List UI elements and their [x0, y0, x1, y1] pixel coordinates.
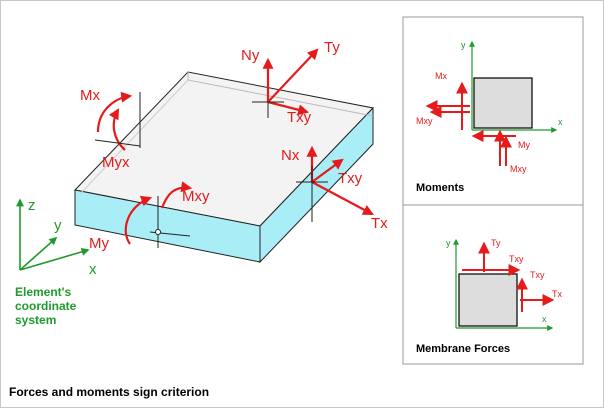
ty-arrow — [267, 48, 319, 103]
moments-axis-x: x — [558, 117, 563, 127]
label-ty: Ty — [324, 39, 340, 56]
moments-element-square — [473, 77, 533, 129]
figure-caption: Forces and moments sign criterion — [9, 385, 210, 399]
label-txy-top: Txy — [287, 109, 312, 126]
my-moment-arrow — [124, 195, 153, 245]
mx-moment-arrow — [96, 91, 133, 133]
membrane-axis-y: y — [446, 238, 451, 248]
membrane-label-txy-right: Txy — [530, 270, 545, 280]
label-mxy: Mxy — [182, 188, 210, 205]
label-mx: Mx — [80, 87, 100, 104]
label-myx: Myx — [102, 154, 130, 171]
membrane-element-square — [458, 273, 518, 327]
coord-caption-line-2: coordinate — [15, 299, 77, 313]
coord-caption-line-1: Element's — [15, 285, 72, 299]
txy-top-arrow — [267, 100, 310, 116]
moments-axis-y: y — [461, 40, 466, 50]
moments-label-mxy-bottom: Mxy — [510, 164, 527, 174]
label-my: My — [89, 235, 109, 252]
membrane-axis-x: x — [542, 314, 547, 324]
label-ny: Ny — [241, 47, 260, 64]
moments-label-mx: Mx — [435, 71, 447, 81]
tx-arrow — [311, 181, 374, 216]
membrane-label-ty: Ty — [491, 238, 501, 248]
coord-x-axis — [19, 247, 90, 271]
label-tx: Tx — [371, 215, 388, 232]
label-txy-right: Txy — [338, 170, 363, 187]
moments-title: Moments — [416, 182, 464, 194]
membrane-panel: Ty Txy Txy Tx y x Membrane Forces — [416, 238, 562, 355]
membrane-label-txy-top: Txy — [509, 254, 524, 264]
coord-z-label: z — [28, 197, 36, 214]
mxy-moment-arrow — [160, 181, 193, 209]
moments-label-mxy-left: Mxy — [416, 116, 433, 126]
membrane-title: Membrane Forces — [416, 343, 510, 355]
coord-caption-line-3: system — [15, 313, 56, 327]
element-coordinate-system — [16, 198, 90, 271]
moments-label-my: My — [518, 140, 530, 150]
label-nx: Nx — [281, 147, 300, 164]
membrane-label-tx: Tx — [552, 289, 562, 299]
coord-y-label: y — [54, 217, 62, 234]
txy-right-arrow — [311, 158, 344, 183]
coord-y-axis — [19, 236, 58, 271]
main-forces — [94, 48, 374, 248]
myx-moment-arrow — [108, 108, 126, 151]
moments-panel: Mx Mxy My Mxy y x Moments — [416, 40, 563, 194]
coord-x-label: x — [89, 261, 97, 278]
